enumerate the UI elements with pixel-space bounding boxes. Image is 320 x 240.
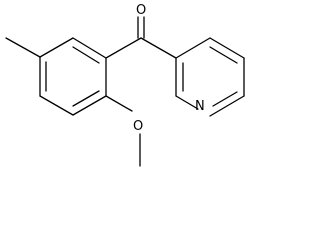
carbonyl-bond-right bbox=[140, 37, 177, 59]
benzene-ring bbox=[39, 37, 107, 116]
double-bond-inner bbox=[72, 46, 100, 64]
pyridine-ring bbox=[175, 37, 245, 117]
methyl-bond bbox=[5, 37, 41, 58]
double-bond-inner bbox=[212, 91, 238, 107]
pyridine-nitrogen-label: N bbox=[195, 99, 205, 114]
bond bbox=[72, 95, 107, 116]
bond bbox=[39, 95, 74, 116]
bond bbox=[209, 37, 245, 59]
bond bbox=[175, 37, 211, 59]
bond bbox=[39, 37, 74, 58]
bond bbox=[209, 95, 245, 117]
carbonyl-oxygen-label: O bbox=[136, 3, 146, 18]
double-bond-inner bbox=[209, 46, 238, 64]
bond bbox=[72, 37, 107, 59]
methoxy-bond bbox=[105, 95, 133, 112]
bond bbox=[175, 95, 199, 110]
methoxy-oxygen-label: O bbox=[133, 119, 143, 134]
carbonyl-bond-left bbox=[105, 37, 142, 59]
double-bond-inner bbox=[72, 90, 100, 107]
chemical-structure-diagram: O O N bbox=[5, 3, 245, 167]
